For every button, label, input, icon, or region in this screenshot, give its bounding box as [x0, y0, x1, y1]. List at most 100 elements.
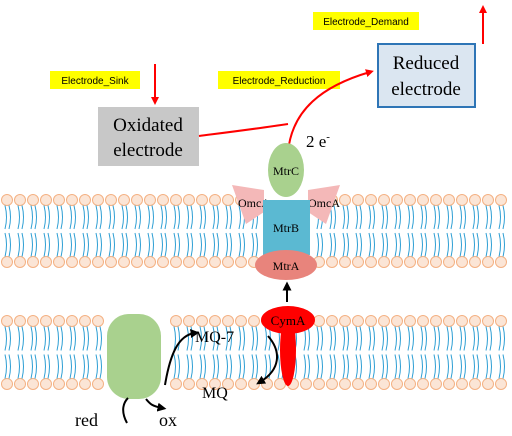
lipid-head: [209, 256, 221, 268]
lipid-tail: [420, 232, 423, 257]
lipid-tail: [446, 354, 449, 379]
lipid-tail: [8, 232, 11, 257]
lipid-tail: [73, 205, 76, 230]
lipid-tail: [238, 326, 241, 351]
lipid-tail: [385, 354, 388, 379]
lipid-tail: [190, 205, 193, 230]
lipid-head: [27, 194, 39, 206]
lipid-head: [79, 378, 91, 390]
lipid-head: [365, 256, 377, 268]
lipid-tail: [381, 326, 384, 351]
mq7-label: MQ-7: [195, 329, 234, 346]
dehydrogenase: [107, 314, 161, 399]
lipid-tail: [251, 232, 254, 257]
reduced-electrode-label: electrode: [391, 79, 461, 100]
lipid-tail: [333, 326, 336, 351]
lipid-head: [66, 378, 78, 390]
lipid-tail: [446, 326, 449, 351]
mtrc-label: MtrC: [273, 164, 299, 178]
lipid-head: [183, 194, 195, 206]
lipid-tail: [190, 232, 193, 257]
cyma-protein: [261, 306, 315, 334]
lipid-head: [391, 256, 403, 268]
lipid-tail: [216, 205, 219, 230]
lipid-tail: [476, 205, 479, 230]
lipid-tail: [420, 205, 423, 230]
mq-to-mq7-arrow: [164, 329, 200, 386]
lipid-tail: [34, 326, 37, 351]
lipid-tail: [394, 354, 397, 379]
lipid-head: [53, 315, 65, 327]
lipid-tail: [407, 205, 410, 230]
lipid-tail: [134, 205, 137, 230]
oxidated-link: [198, 123, 289, 137]
lipid-tail: [459, 326, 462, 351]
lipid-head: [222, 378, 234, 390]
mtrb-barrel: [263, 200, 310, 255]
lipid-tail: [394, 232, 397, 257]
lipid-tail: [229, 326, 232, 351]
lipid-tail: [485, 232, 488, 257]
lipid-tail: [30, 354, 33, 379]
lipid-tail: [30, 232, 33, 257]
lipid-tail: [34, 232, 37, 257]
lipid-head: [131, 256, 143, 268]
lipid-head: [222, 315, 234, 327]
lipid-head: [53, 378, 65, 390]
lipid-head: [79, 194, 91, 206]
lipid-head: [66, 256, 78, 268]
lipid-tail: [251, 354, 254, 379]
lipid-head: [365, 315, 377, 327]
lipid-tail: [333, 232, 336, 257]
lipid-tail: [108, 205, 111, 230]
lipid-tail: [60, 354, 63, 379]
lipid-head: [157, 194, 169, 206]
lipid-tail: [346, 232, 349, 257]
lipid-tail: [8, 205, 11, 230]
lipid-tail: [255, 354, 258, 379]
lipid-tail: [112, 232, 115, 257]
lipid-head: [105, 194, 117, 206]
lipid-tail: [112, 205, 115, 230]
lipid-tail: [242, 354, 245, 379]
lipid-head: [404, 194, 416, 206]
lipid-tail: [437, 326, 440, 351]
lipid-head: [196, 378, 208, 390]
lipid-tail: [437, 232, 440, 257]
lipid-tail: [4, 232, 7, 257]
oxidated-electrode-box: [98, 107, 199, 166]
lipid-tail: [56, 326, 59, 351]
lipid-tail: [420, 354, 423, 379]
lipid-head: [235, 315, 247, 327]
lipid-tail: [450, 232, 453, 257]
lipid-tail: [73, 354, 76, 379]
electrode-label: electrode: [113, 140, 183, 161]
lipid-head: [235, 256, 247, 268]
lipid-tail: [216, 232, 219, 257]
lipid-tail: [372, 326, 375, 351]
oxidated-label: Oxidated: [113, 115, 183, 136]
lipid-tail: [316, 326, 319, 351]
lipid-tail: [355, 205, 358, 230]
lipid-tail: [212, 232, 215, 257]
lipid-tail: [385, 232, 388, 257]
lipid-tail: [368, 354, 371, 379]
lipid-head: [443, 194, 455, 206]
lipid-tail: [411, 354, 414, 379]
lipid-head: [495, 256, 507, 268]
lipid-tail: [342, 326, 345, 351]
lipid-tail: [498, 232, 501, 257]
lipid-head: [66, 194, 78, 206]
lipid-tail: [186, 205, 189, 230]
lipid-tail: [463, 354, 466, 379]
lipid-tail: [95, 326, 98, 351]
lipid-tail: [60, 232, 63, 257]
lipid-head: [378, 378, 390, 390]
ox-arrow: [145, 398, 167, 412]
lipid-tail: [108, 232, 111, 257]
lipid-tail: [316, 354, 319, 379]
lipid-head: [79, 256, 91, 268]
lipid-tail: [411, 326, 414, 351]
lipid-tail: [95, 205, 98, 230]
